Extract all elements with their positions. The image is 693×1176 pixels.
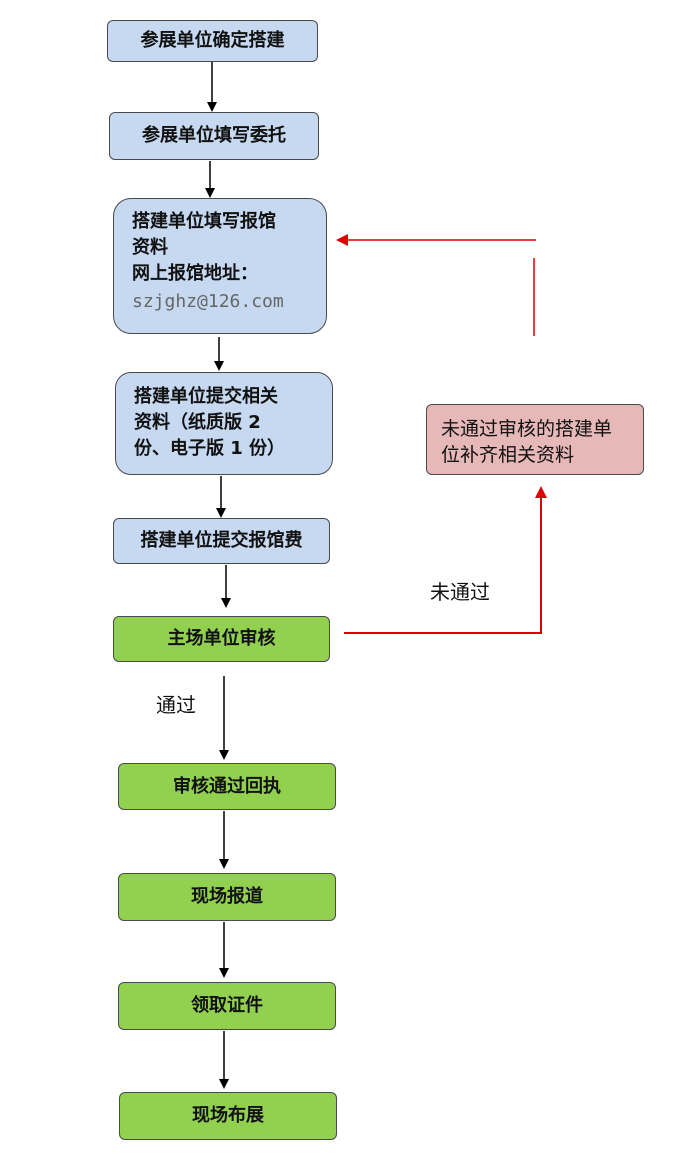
step-host-review: 主场单位审核: [113, 616, 330, 662]
reject-path-up: [344, 486, 547, 634]
step-onsite-checkin: 现场报道: [118, 873, 336, 921]
step-onsite-setup-label: 现场布展: [192, 1105, 264, 1126]
label-pass: 通过: [156, 693, 196, 717]
step-submit-documents-line1: 搭建单位提交相关: [134, 386, 278, 407]
step-collect-passes: 领取证件: [118, 982, 336, 1030]
step-confirm-builder-label: 参展单位确定搭建: [140, 30, 285, 51]
step-onsite-setup: 现场布展: [119, 1092, 337, 1140]
step-submit-documents: 搭建单位提交相关 资料（纸质版 2 份、电子版 1 份）: [115, 372, 333, 475]
step-onsite-checkin-label: 现场报道: [191, 886, 263, 907]
step-submit-documents-line3: 份、电子版 1 份）: [134, 438, 286, 459]
step-collect-passes-label: 领取证件: [191, 995, 263, 1016]
step-approval-receipt: 审核通过回执: [118, 763, 336, 810]
step-host-review-label: 主场单位审核: [167, 628, 276, 649]
step-pay-fee: 搭建单位提交报馆费: [113, 518, 330, 564]
step-fill-registration-line2: 资料: [132, 237, 168, 258]
step-fill-registration: 搭建单位填写报馆 资料 网上报馆地址： szjghz@126.com: [113, 198, 327, 334]
step-fill-registration-line1: 搭建单位填写报馆: [132, 211, 276, 232]
step-fill-registration-line3: 网上报馆地址：: [132, 263, 258, 284]
step-supplement-documents: 未通过审核的搭建单 位补齐相关资料: [426, 404, 644, 475]
step-pay-fee-label: 搭建单位提交报馆费: [140, 530, 303, 551]
step-supplement-documents-line2: 位补齐相关资料: [441, 444, 575, 466]
registration-email: szjghz@126.com: [132, 291, 284, 312]
step-fill-commission-label: 参展单位填写委托: [142, 125, 286, 146]
label-fail: 未通过: [430, 580, 490, 604]
step-submit-documents-line2: 资料（纸质版 2: [134, 412, 261, 433]
step-supplement-documents-line1: 未通过审核的搭建单: [441, 418, 613, 440]
step-approval-receipt-label: 审核通过回执: [173, 775, 281, 797]
step-fill-commission: 参展单位填写委托: [109, 112, 319, 160]
step-confirm-builder: 参展单位确定搭建: [107, 20, 318, 62]
